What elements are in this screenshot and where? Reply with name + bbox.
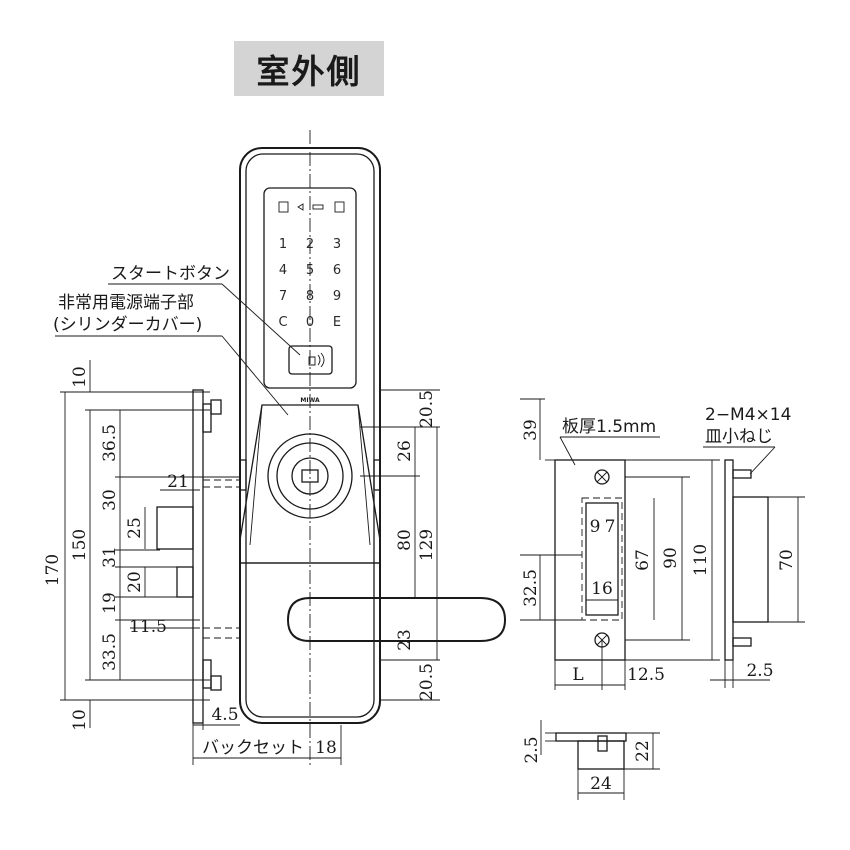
dim-39: 39 <box>521 419 541 441</box>
unlock-status-icon <box>334 201 345 213</box>
key-0: 0 <box>306 315 314 330</box>
strike-plate: 板厚1.5mm 39 32.5 9 7 67 90 110 16 L 12.5 <box>520 398 720 690</box>
dim-80: 80 <box>395 529 415 551</box>
screw-head-top <box>210 399 222 415</box>
dim-110: 110 <box>691 544 711 576</box>
dim-67: 67 <box>633 549 653 571</box>
dim-23: 23 <box>395 629 415 651</box>
screw-head-bottom <box>210 675 222 691</box>
lock-status-icon <box>278 201 289 213</box>
plate-tab-bottom <box>202 659 212 689</box>
deadbolt <box>176 566 194 598</box>
page-title: 室外側 <box>256 51 362 91</box>
screw-leader <box>749 446 776 475</box>
dim-24: 24 <box>590 774 612 794</box>
dim-33-5: 33.5 <box>100 633 120 671</box>
lock-case <box>156 389 240 724</box>
dim-2-5-bottom: 2.5 <box>522 736 542 763</box>
dim-129: 129 <box>417 529 437 561</box>
left-dimension-text: 170 150 10 10 36.5 30 21 25 31 20 19 11.… <box>43 366 189 731</box>
bottom-dimensions: 4.5 バックセット 18 <box>192 705 342 765</box>
bottom-screw <box>597 735 608 752</box>
front-plate <box>192 389 204 724</box>
start-button <box>288 345 333 375</box>
strike-box-bottom: 2.5 22 24 <box>522 720 660 800</box>
strike-box-side: 2−M4×14 皿小ねじ 70 2.5 <box>703 405 805 688</box>
bottom-box <box>577 740 625 770</box>
screw-type-label: 皿小ねじ <box>705 427 773 447</box>
strike-opening <box>585 502 619 616</box>
emergency-power-sublabel: (シリンダーカバー) <box>53 315 202 335</box>
dim-20: 20 <box>125 571 145 593</box>
lever-handle <box>286 597 507 642</box>
dim-90: 90 <box>661 547 681 569</box>
leader-labels: スタートボタン 非常用電源端子部 (シリンダーカバー) <box>53 264 301 416</box>
start-button-leader <box>221 283 301 356</box>
emergency-power-leader <box>221 335 289 416</box>
key-c: C <box>278 315 287 330</box>
dim-150: 150 <box>70 529 90 561</box>
key-6: 6 <box>333 263 341 278</box>
key-9: 9 <box>333 289 341 304</box>
dim-30: 30 <box>100 489 120 511</box>
dim-11-5: 11.5 <box>129 617 167 637</box>
strike-pocket <box>581 497 623 621</box>
left-side-notch <box>239 459 247 491</box>
escutcheon <box>239 147 507 724</box>
plate-thickness-label: 板厚1.5mm <box>562 417 656 437</box>
right-side-notch <box>373 459 381 491</box>
battery-icon <box>312 204 324 210</box>
dim-31: 31 <box>100 546 120 568</box>
strike-side-box <box>732 496 769 623</box>
dim-7: 7 <box>605 517 616 537</box>
dim-21: 21 <box>167 472 189 492</box>
dim-l: L <box>572 665 583 685</box>
title-box: 室外側 <box>234 41 384 96</box>
bottom-plate <box>555 732 627 742</box>
dim-170: 170 <box>43 554 63 586</box>
left-dimensions <box>60 360 240 728</box>
body-dimensions: 20.5 26 80 129 23 20.5 <box>360 389 480 701</box>
dim-16: 16 <box>591 579 613 599</box>
key-4: 4 <box>279 263 287 278</box>
dim-12-5: 12.5 <box>627 665 665 685</box>
screw-cross-top <box>596 471 608 483</box>
emergency-power-label: 非常用電源端子部 <box>58 293 194 313</box>
dim-9: 9 <box>590 517 601 537</box>
start-button-label: スタートボタン <box>111 264 230 284</box>
nfc-icon <box>308 352 325 368</box>
dim-25: 25 <box>125 517 145 539</box>
dim-4-5: 4.5 <box>211 705 238 725</box>
plate-tab-top <box>202 403 212 433</box>
dim-2-5-right: 2.5 <box>746 661 773 681</box>
latch-bolt <box>156 506 194 550</box>
dim-18: 18 <box>315 738 337 758</box>
strike-side-plate <box>724 459 734 661</box>
key-7: 7 <box>279 289 287 304</box>
key-3: 3 <box>333 237 341 252</box>
dim-20-5-top: 20.5 <box>417 390 437 428</box>
strike-side-screw-bottom <box>732 637 752 647</box>
dim-20-5-bottom: 20.5 <box>417 663 437 701</box>
sound-icon <box>297 203 304 211</box>
dim-36-5: 36.5 <box>100 424 120 462</box>
dim-19: 19 <box>100 592 120 614</box>
strike-plate-outer <box>554 459 626 661</box>
key-1: 1 <box>279 237 287 252</box>
cover-edges <box>249 404 371 546</box>
dim-26: 26 <box>395 440 415 462</box>
dim-70: 70 <box>777 549 797 571</box>
strike-side-screw-top <box>732 469 752 479</box>
strike-screw-top <box>594 469 610 485</box>
key-e: E <box>333 315 341 330</box>
dim-10-bottom: 10 <box>70 709 90 731</box>
plate-thickness-leader <box>559 436 576 466</box>
dim-22: 22 <box>633 740 653 762</box>
dim-10-top: 10 <box>70 366 90 388</box>
screw-spec-label: 2−M4×14 <box>705 405 791 425</box>
backset-label: バックセット <box>202 738 304 758</box>
dim-32-5: 32.5 <box>521 569 541 607</box>
